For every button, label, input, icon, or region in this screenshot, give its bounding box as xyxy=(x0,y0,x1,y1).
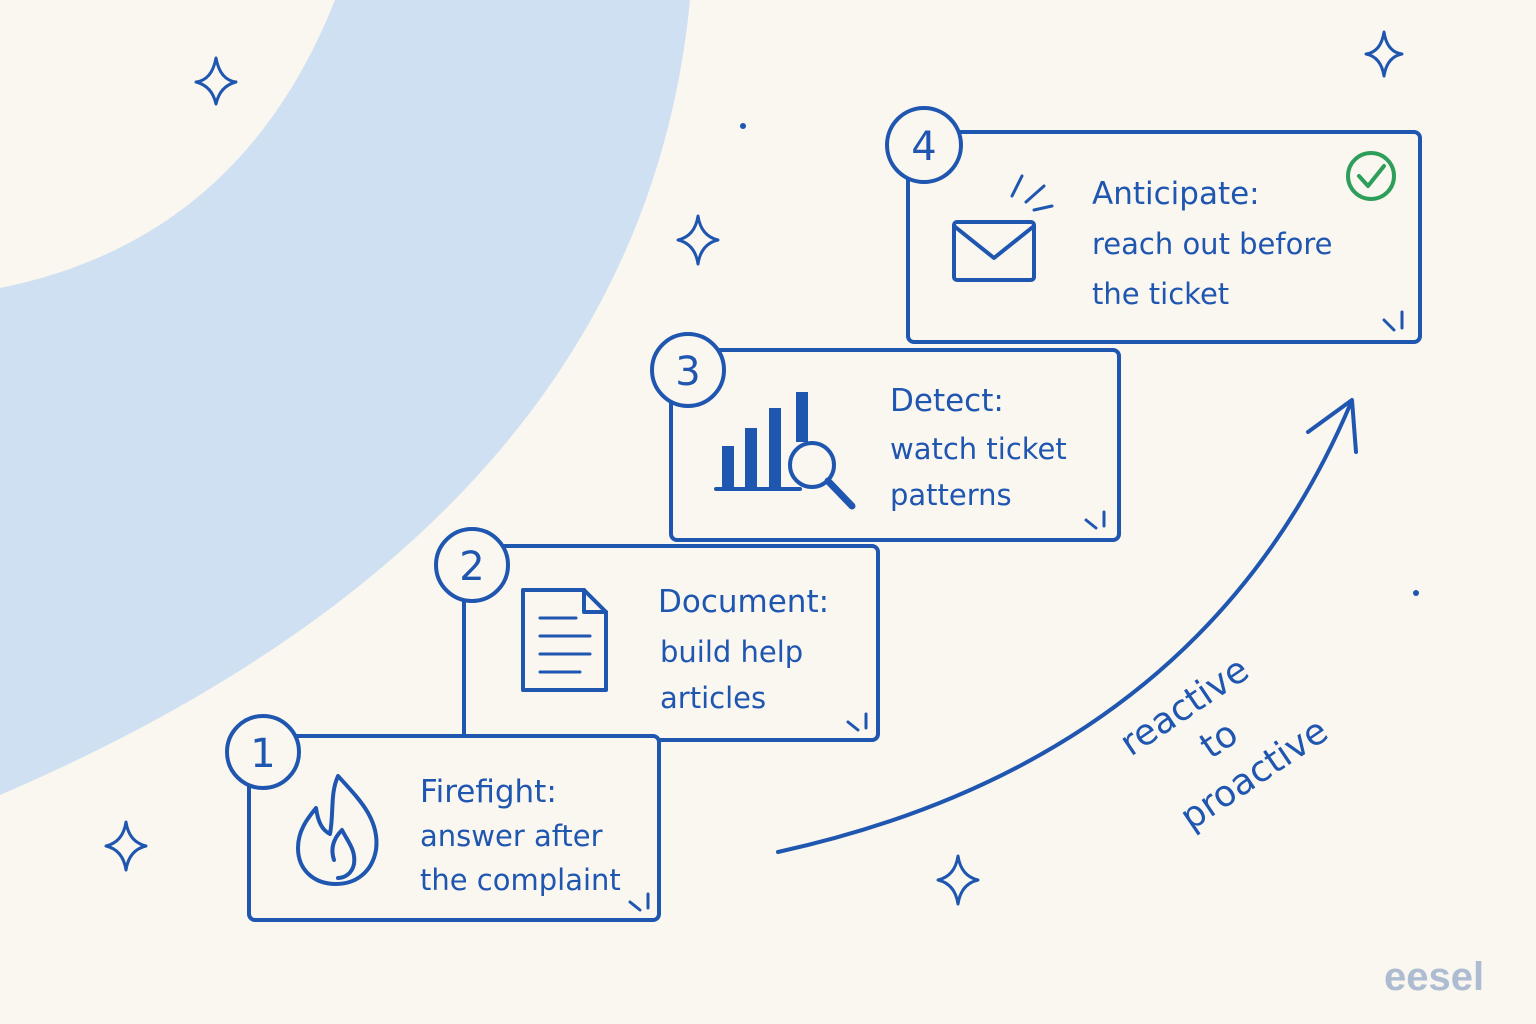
step-line-2b: articles xyxy=(660,681,766,715)
step-number-4: 4 xyxy=(911,124,936,170)
step-card-4: 4 Anticipate: reach out before the ticke… xyxy=(885,106,1422,344)
document-icon xyxy=(521,588,608,692)
brand-logo: eesel xyxy=(1384,955,1484,999)
step-line-4a: reach out before xyxy=(1092,227,1332,261)
growth-arrowhead xyxy=(1306,398,1358,454)
dot-decoration xyxy=(740,123,746,129)
step-line-2a: build help xyxy=(660,635,803,669)
sparkle-icon xyxy=(676,214,720,266)
step-line-1a: answer after xyxy=(420,819,603,853)
sparkle-icon xyxy=(104,820,148,872)
step-line-1b: the complaint xyxy=(420,863,621,897)
step-title-3: Detect: xyxy=(890,383,1004,419)
sparkle-icon xyxy=(1364,30,1404,78)
envelope-icon xyxy=(952,174,1054,282)
slogan: reactive to proactive xyxy=(1113,649,1336,838)
sparkle-icon xyxy=(936,854,980,906)
growth-arrow xyxy=(776,403,1352,854)
step-card-3: 3 Detect: watch ticket patterns xyxy=(650,332,1121,542)
bar-chart-magnifier-icon xyxy=(714,392,856,510)
step-line-3b: patterns xyxy=(890,478,1012,512)
step-line-3a: watch ticket xyxy=(890,432,1067,466)
step-title-4: Anticipate: xyxy=(1092,176,1260,212)
background-arc xyxy=(0,0,335,288)
step-card-2: 2 Document: build help articles xyxy=(434,527,880,742)
background-arc-band xyxy=(0,0,690,795)
slogan-line-2: to xyxy=(1193,713,1246,767)
step-card-1: 1 Firefight: answer after the complaint xyxy=(225,714,661,922)
flame-icon xyxy=(296,774,379,886)
check-circle-icon xyxy=(1346,151,1396,201)
step-title-2: Document: xyxy=(658,584,829,620)
step-number-2: 2 xyxy=(459,544,484,590)
step-number-1: 1 xyxy=(250,731,275,777)
step-title-1: Firefight: xyxy=(420,774,557,810)
dot-decoration xyxy=(1413,590,1419,596)
sparkle-icon xyxy=(194,56,238,106)
step-line-4b: the ticket xyxy=(1092,277,1229,311)
step-number-3: 3 xyxy=(675,349,700,395)
